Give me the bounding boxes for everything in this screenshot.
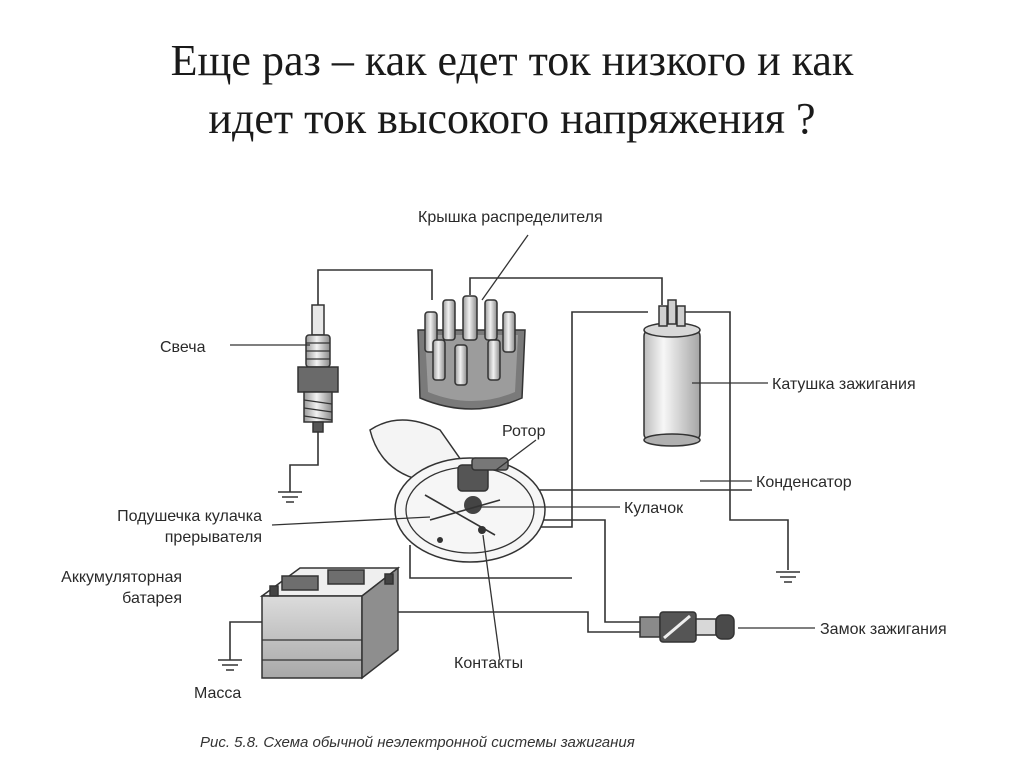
title-line-2: идет ток высокого напряжения ? <box>208 94 816 143</box>
label-distributor-cap: Крышка распределителя <box>418 209 603 226</box>
cap-terminals <box>424 295 516 386</box>
battery-to-switch <box>398 611 640 633</box>
cam <box>464 496 482 514</box>
label-cam: Кулачок <box>624 500 684 517</box>
contact-arm <box>429 499 501 521</box>
label-condenser: Конденсатор <box>756 474 852 491</box>
spark-plug-icon <box>297 304 339 433</box>
label-ignition-coil: Катушка зажигания <box>772 376 916 393</box>
ground-symbol-icon <box>776 571 800 583</box>
coil-icon <box>643 299 701 447</box>
lt-wire-coil-switch <box>684 311 789 570</box>
breaker-assembly <box>369 419 546 563</box>
plug-to-ground <box>289 432 319 492</box>
label-battery-1: Аккумуляторная <box>61 569 182 586</box>
label-cam-follower-2: прерывателя <box>165 529 262 546</box>
label-rotor: Ротор <box>502 423 546 440</box>
label-ignition-switch: Замок зажигания <box>820 621 947 638</box>
slide-title: Еще раз – как едет ток низкого и как иде… <box>0 32 1024 148</box>
label-ground: Масса <box>194 685 241 702</box>
battery-icon <box>259 566 401 680</box>
battery-to-ground <box>229 621 262 660</box>
label-spark-plug: Свеча <box>160 339 206 356</box>
label-battery-2: батарея <box>122 590 182 607</box>
figure-caption: Рис. 5.8. Схема обычной неэлектронной си… <box>200 734 635 751</box>
label-cam-follower-1: Подушечка кулачка <box>117 508 262 525</box>
distributor-cap <box>417 295 526 410</box>
lt-wire-breaker-switch <box>535 519 640 623</box>
leader-lines <box>230 234 815 661</box>
ht-lead-plug <box>317 269 433 305</box>
label-contacts: Контакты <box>454 655 523 672</box>
lt-wire-breaker-ground <box>409 545 572 579</box>
ground-symbol-icon <box>218 659 242 671</box>
ignition-key-icon <box>639 611 735 643</box>
ht-lead-coil <box>469 277 663 305</box>
ground-symbol-icon <box>278 491 302 503</box>
contacts-point <box>478 526 486 534</box>
title-line-1: Еще раз – как едет ток низкого и как <box>170 36 854 85</box>
